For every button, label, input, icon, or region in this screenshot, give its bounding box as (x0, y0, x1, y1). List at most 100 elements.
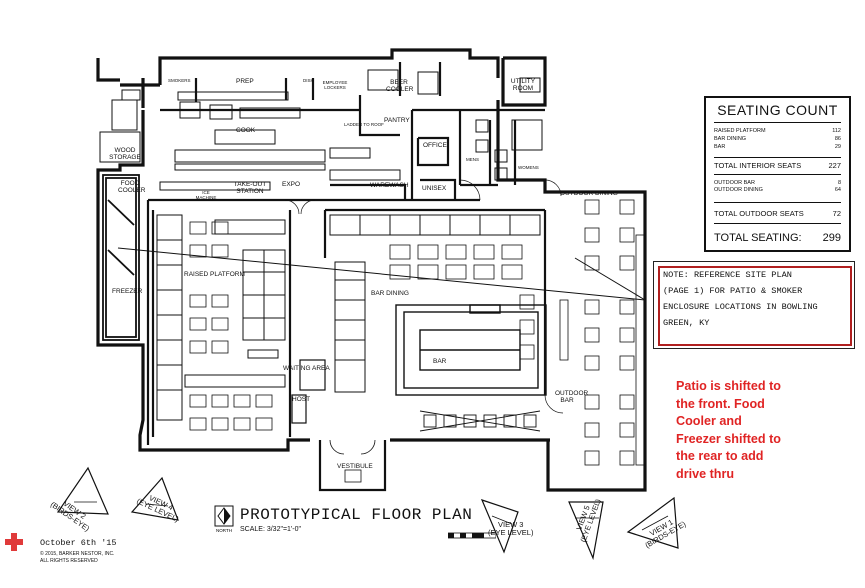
vestibule-walls (318, 439, 387, 492)
annotation-line: Patio is shifted to (676, 379, 781, 393)
room-label-takeout-station: TAKE-OUT STATION (233, 181, 267, 195)
room-label-outdoor-bar: OUTDOOR BAR (555, 390, 589, 404)
leader-lines (117, 247, 646, 301)
total-outdoor-label: TOTAL OUTDOOR SEATS (714, 209, 804, 218)
room-label-waiting-area: WAITING AREA (283, 365, 330, 372)
room-label-prep: PREP (236, 78, 254, 85)
seating-row-value: 29 (834, 144, 841, 150)
outdoor-row-label: OUTDOOR BAR (714, 180, 755, 186)
annotation-line: the rear to add (676, 449, 764, 463)
seating-row-value: 86 (834, 136, 841, 142)
interior-walls (146, 62, 547, 445)
total-outdoor-row: TOTAL OUTDOOR SEATS 72 (714, 210, 841, 218)
scale-bar (448, 532, 496, 539)
room-label-warewash: WAREWASH (370, 182, 409, 189)
seating-row: BAR 29 (714, 144, 841, 150)
annotation-line: drive thru (676, 466, 735, 481)
note-line: (PAGE 1) FOR PATIO & SMOKER (663, 286, 803, 296)
view-3-triangle-icon (480, 499, 519, 554)
room-label-employee-lockers: EMPLOYEE LOCKERS (322, 80, 348, 90)
total-interior-label: TOTAL INTERIOR SEATS (714, 161, 802, 170)
room-label-smokers: SMOKERS (168, 78, 191, 83)
note-frame (658, 266, 852, 346)
total-outdoor-value: 72 (832, 209, 841, 218)
view-4-triangle-icon (130, 476, 179, 521)
outdoor-row-label: OUTDOOR DINING (714, 187, 763, 193)
door-swings (284, 179, 564, 414)
north-arrow-icon: NORTH (214, 505, 234, 533)
divider (714, 174, 841, 175)
seating-count-table: SEATING COUNT RAISED PLATFORM 112 BAR DIN… (704, 96, 851, 252)
bar-counter (395, 304, 547, 396)
view-1-triangle-icon (626, 496, 679, 549)
divider (714, 157, 841, 158)
raised-platform-booths (156, 214, 286, 421)
red-annotation: Patio is shifted to the front. Food Cool… (676, 378, 816, 483)
seating-row-label: BAR DINING (714, 136, 747, 142)
room-label-office: OFFICE (423, 142, 447, 149)
bar-dining-booths (329, 214, 541, 393)
room-label-ladder: LADDER TO ROOF (344, 122, 384, 127)
annotation-line: the front. Food (676, 396, 765, 411)
revision-date: October 6th '15 (40, 538, 117, 548)
exterior-walls (96, 48, 647, 492)
room-label-unisex: UNISEX (422, 185, 447, 192)
front-patio-tables (419, 410, 541, 432)
room-label-raised-platform: RAISED PLATFORM (184, 271, 245, 278)
platform-tables (189, 221, 273, 431)
room-label-dish: DISH (303, 78, 314, 83)
room-label-pantry: PANTRY (384, 117, 410, 124)
divider (714, 122, 841, 123)
view-subtitle: (EYE LEVEL) (488, 528, 534, 537)
room-label-ice-machine: ICE MACHINE (195, 190, 217, 200)
seating-row-label: RAISED PLATFORM (714, 128, 766, 134)
north-label: NORTH (216, 528, 232, 533)
room-label-expo: EXPO (282, 181, 301, 188)
outdoor-row: OUTDOOR DINING 64 (714, 187, 841, 193)
seating-count-title: SEATING COUNT (717, 102, 838, 118)
room-label-bar-dining: BAR DINING (371, 290, 409, 297)
room-label-freezer: FREEZER (112, 288, 143, 295)
reference-note: NOTE: REFERENCE SITE PLAN (PAGE 1) FOR P… (653, 261, 855, 349)
host-stand (291, 359, 326, 424)
room-label-bar: BAR (433, 358, 447, 365)
view-5-triangle-icon (568, 501, 604, 560)
outdoor-row-value: 64 (834, 187, 841, 193)
outdoor-row-value: 8 (837, 180, 841, 186)
room-label-beer-cooler: BEER COOLER (386, 79, 414, 93)
seating-row-value: 112 (832, 128, 841, 134)
seating-row: RAISED PLATFORM 112 (714, 128, 841, 134)
total-seating-label: TOTAL SEATING: (714, 232, 802, 244)
annotation-line: Cooler and (676, 414, 742, 428)
room-label-mens: MENS (466, 157, 480, 162)
total-seating-row: TOTAL SEATING: 299 (714, 232, 841, 244)
view-3-label: VIEW 3 (EYE LEVEL) (488, 521, 533, 537)
seating-row: BAR DINING 86 (714, 136, 841, 142)
cooler-freezer-enclosure (102, 174, 140, 341)
drawing-scale: SCALE: 3/32"=1'-0" (240, 526, 301, 533)
room-label-outdoor-dining: OUTDOOR DINING (560, 190, 618, 197)
room-label-food-cooler: FOOD COOLER (118, 180, 146, 194)
room-label-host: HOST (292, 396, 311, 403)
total-interior-value: 227 (828, 161, 841, 170)
drawing-title: PROTOTYPICAL FLOOR PLAN (240, 506, 473, 524)
room-label-vestibule: VESTIBULE (337, 463, 373, 470)
copyright-line: ALL RIGHTS RESERVED (40, 558, 98, 564)
divider (714, 223, 841, 224)
copyright-line: © 2015, BARKER NESTOR, INC. (40, 551, 115, 557)
outdoor-row: OUTDOOR BAR 8 (714, 180, 841, 186)
kitchen-equipment (99, 69, 543, 191)
total-interior-row: TOTAL INTERIOR SEATS 227 (714, 162, 841, 170)
total-seating-value: 299 (822, 232, 841, 244)
note-line: GREEN, KY (663, 318, 710, 328)
divider (714, 202, 841, 203)
room-label-cook: COOK (236, 127, 256, 134)
view-2-triangle-icon (56, 466, 109, 515)
note-line: ENCLOSURE LOCATIONS IN BOWLING (663, 302, 818, 312)
bar-dining-tables (389, 244, 535, 360)
room-label-utility-room: UTILITY ROOM (510, 78, 536, 92)
room-label-wood-storage: WOOD STORAGE (109, 147, 141, 161)
note-text: NOTE: REFERENCE SITE PLAN (PAGE 1) FOR P… (663, 267, 841, 331)
outdoor-dining-tables (559, 199, 645, 466)
seating-row-label: BAR (714, 144, 726, 150)
